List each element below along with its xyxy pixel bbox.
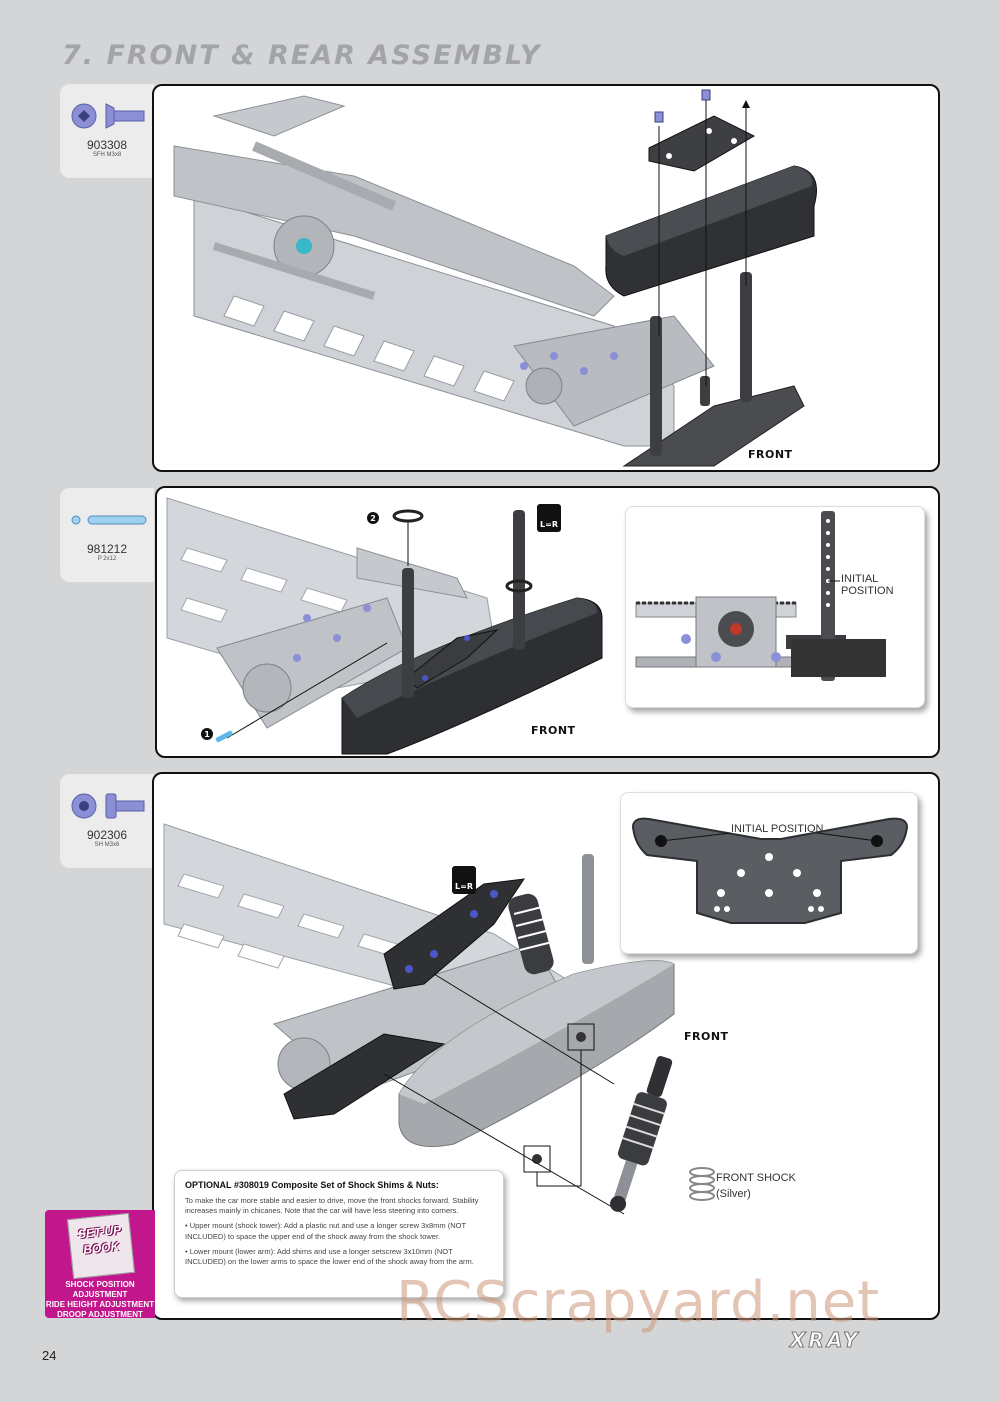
front-label: FRONT (684, 1030, 729, 1043)
front-label: FRONT (748, 448, 793, 461)
book-icon: SET-UP BOOK (67, 1212, 135, 1280)
optional-title: OPTIONAL #308019 Composite Set of Shock … (185, 1180, 439, 1190)
symmetry-badge: L=R (455, 882, 473, 891)
part-box-step-3: 902306 SH M3x6 (60, 774, 154, 868)
page-title: 7. FRONT & REAR ASSEMBLY (62, 40, 542, 71)
front-label: FRONT (531, 724, 576, 737)
page-number: 24 (42, 1348, 57, 1363)
part-number: 902306 (86, 828, 128, 842)
brand-logo: XRAY (790, 1328, 861, 1353)
shock-tower-illustration: L=R (163, 823, 715, 1215)
symmetry-badge: L=R (540, 520, 558, 529)
chassis-illustration (173, 89, 817, 467)
inset-shock-tower: INITIAL POSITION (620, 792, 918, 954)
part-number: 903308 (86, 138, 128, 152)
callout-2: 2 (370, 514, 376, 523)
front-shock-color: (Silver) (716, 1188, 751, 1200)
step-1-panel: FRONT (152, 84, 940, 472)
optional-info-box: OPTIONAL #308019 Composite Set of Shock … (174, 1170, 504, 1298)
watermark: RCScrapyard.net (396, 1270, 881, 1335)
countersunk-screw-icon (71, 103, 145, 129)
part-number: 981212 (86, 542, 128, 556)
inset-illustration (635, 511, 886, 681)
front-shock-label: FRONT SHOCK (716, 1172, 796, 1184)
callout-1: 1 (204, 730, 210, 739)
optional-bullet-upper: • Upper mount (shock tower): Add a plast… (185, 1221, 466, 1241)
bumper-mount-illustration: 2 1 L=R (166, 497, 603, 755)
pin-icon (71, 515, 147, 525)
setup-book-badge: SET-UP BOOK SHOCK POSITION ADJUSTMENT RI… (45, 1210, 155, 1319)
part-box-step-2: 981212 P 2x12 (60, 488, 154, 582)
setup-item-ride-height: RIDE HEIGHT ADJUSTMENT (45, 1300, 155, 1309)
socket-head-screw-icon (71, 793, 145, 819)
optional-bullet-lower: • Lower mount (lower arm): Add shims and… (185, 1246, 474, 1266)
inset-initial-position: INITIAL POSITION (625, 506, 925, 708)
part-spec: P 2x12 (97, 556, 117, 562)
part-spec: SFH M3x8 (92, 152, 122, 158)
part-box-step-1: 903308 SFH M3x8 (60, 84, 154, 178)
initial-position-label: INITIAL POSITION (841, 573, 894, 597)
setup-item-shock-position: SHOCK POSITION ADJUSTMENT (65, 1280, 135, 1299)
initial-position-label: INITIAL POSITION (731, 823, 824, 835)
step-2-panel: 2 1 L=R FRONT INITIAL POSITION (155, 486, 940, 758)
part-spec: SH M3x6 (94, 842, 120, 848)
optional-intro: To make the car more stable and easier t… (185, 1196, 479, 1216)
setup-item-droop: DROOP ADJUSTMENT (57, 1310, 143, 1319)
shock-tower-plate (631, 817, 909, 924)
